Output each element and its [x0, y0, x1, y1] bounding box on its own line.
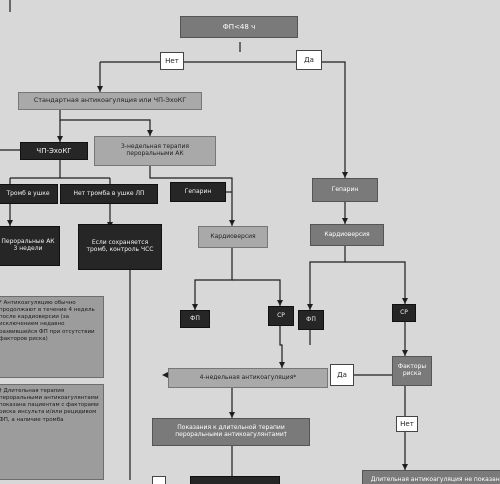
node-tee: ЧП-ЭхоКГ [20, 142, 88, 160]
node-heparin-right: Гепарин [312, 178, 378, 202]
node-risk-factors: Факторы риска [392, 356, 432, 386]
node-cardioversion-mid: Кардиоверсия [198, 226, 268, 248]
node-sr-1: СР [268, 306, 294, 326]
node-three-week-therapy: 3-недельная терапия пероральными АК [94, 136, 216, 166]
node-heparin-mid: Гепарин [170, 182, 226, 202]
node-af-1: ФП [180, 310, 210, 328]
node-yes-2: Да [330, 364, 354, 386]
node-oral-ac-3-weeks: Пероральные АК 3 недели [0, 226, 60, 266]
node-no-2: Нет [396, 416, 418, 432]
node-long-term-not-indicated: Длительная антикоагуляция не показана [362, 470, 500, 484]
node-long-term-indication: Показания к длительной терапии пероральн… [152, 418, 310, 446]
node-four-week-anticoag: 4-недельная антикоагуляция* [168, 368, 328, 388]
node-if-thrombus-persists: Если сохраняется тромб, контроль ЧСС [78, 224, 162, 270]
node-thrombus-present: Тромб в ушке [0, 184, 58, 204]
node-fp-48h: ФП<48 ч [180, 16, 298, 38]
node-af-2: ФП [298, 310, 324, 330]
footnote-anticoag-duration: * Антикоагуляцию обычно продолжают в теч… [0, 296, 104, 378]
node-no-1: Нет [160, 52, 184, 70]
node-sr-2: СР [392, 304, 416, 322]
node-standard-anticoag: Стандартная антикоагуляция или ЧП-ЭхоКГ [18, 92, 202, 110]
node-no-thrombus: Нет тромба в ушке ЛП [60, 184, 158, 204]
node-cardioversion-right: Кардиоверсия [310, 224, 384, 246]
node-yes-1: Да [296, 50, 322, 70]
node-bottom-mid [190, 476, 280, 484]
footnote-long-term-therapy: † Длительная терапия пероральными антико… [0, 384, 104, 480]
node-bottom-small [152, 476, 166, 484]
